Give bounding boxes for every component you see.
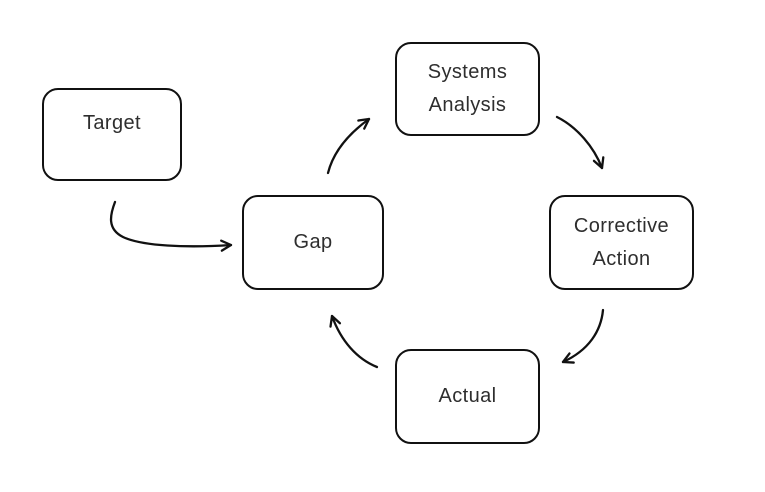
arrow-actual-to-gap [329, 314, 379, 369]
node-actual-label: Actual [438, 385, 497, 407]
arrow-systems-analysis-to-corrective-action [555, 115, 605, 170]
node-target: Target [42, 88, 182, 181]
node-systems-analysis: Systems Analysis [395, 42, 540, 136]
node-systems-analysis-label-line2: Analysis [428, 94, 507, 116]
arrow-gap-to-systems-analysis [326, 117, 371, 175]
node-systems-analysis-label-line1: Systems [427, 61, 508, 83]
node-target-label: Target [83, 112, 141, 134]
node-gap-label: Gap [293, 231, 333, 253]
node-gap: Gap [242, 195, 384, 290]
arrow-corrective-action-to-actual [561, 308, 605, 364]
node-actual: Actual [395, 349, 540, 444]
node-corrective-action-label-line1: Corrective [573, 214, 670, 237]
node-corrective-action: Corrective Action [549, 195, 694, 290]
arrow-target-to-gap [109, 200, 233, 252]
node-corrective-action-label-line2: Action [592, 247, 651, 270]
